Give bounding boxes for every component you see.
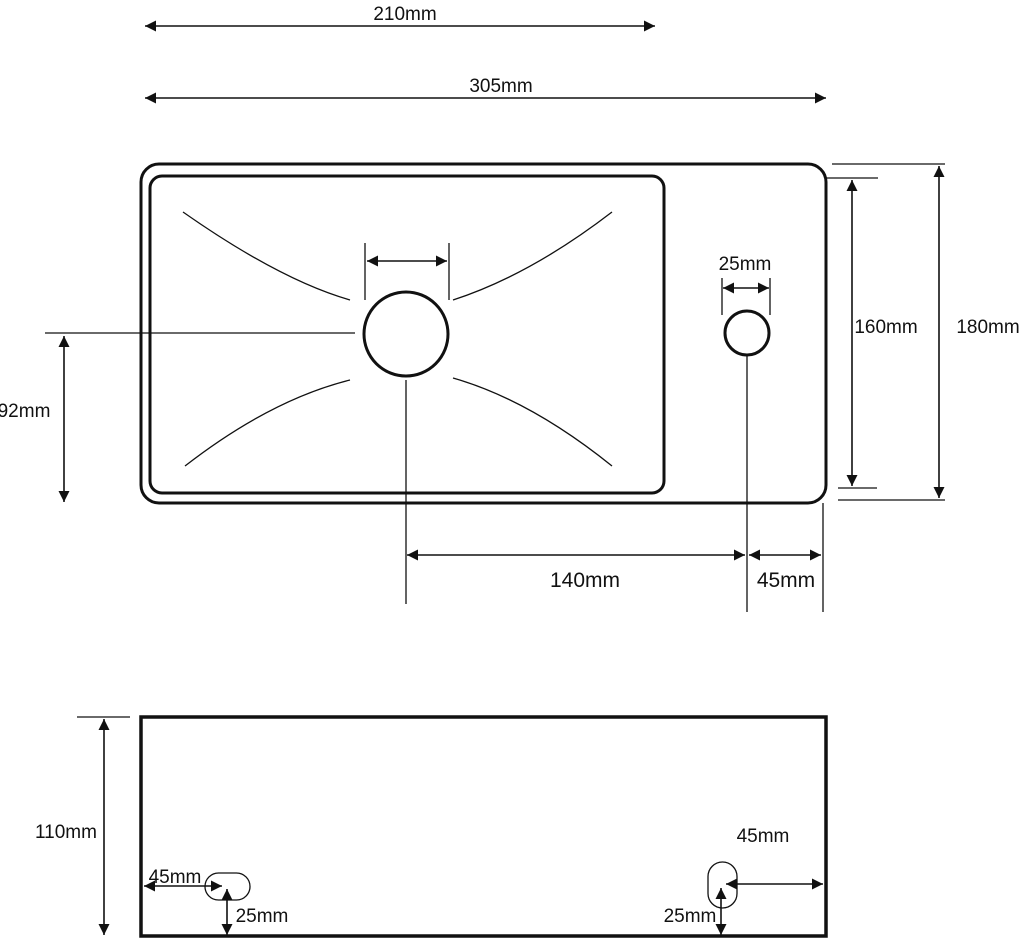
dim-right-hole-bottom-label: 25mm bbox=[664, 906, 717, 927]
drain-hole bbox=[362, 290, 450, 378]
dim-drain-to-tap-label: 140mm bbox=[550, 569, 620, 592]
tap-hole bbox=[723, 309, 771, 357]
basin-outline bbox=[148, 174, 666, 495]
back-panel-outline bbox=[139, 715, 828, 938]
dim-left-hole-bottom-label: 25mm bbox=[236, 906, 289, 927]
right-mounting-hole bbox=[707, 861, 738, 909]
dim-inner-depth-label: 160mm bbox=[854, 317, 917, 338]
basin-slope-line bbox=[182, 211, 351, 301]
back-view: 110mm 45mm 25mm 45mm 25mm bbox=[35, 715, 828, 938]
dim-right-hole-side-label: 45mm bbox=[737, 826, 790, 847]
dim-height-label: 110mm bbox=[35, 822, 97, 843]
dim-tap-diameter-label: 25mm bbox=[719, 254, 772, 275]
dim-tap-to-edge-label: 45mm bbox=[757, 569, 815, 592]
dim-drain-offset-label: 92mm bbox=[0, 401, 50, 422]
basin-slope-line bbox=[452, 377, 613, 467]
top-view: 210mm 305mm 92mm 25mm 160mm 180mm bbox=[0, 4, 1020, 612]
dim-total-width-label: 305mm bbox=[469, 76, 532, 97]
dim-basin-width-label: 210mm bbox=[373, 4, 436, 25]
dim-left-hole-side-label: 45mm bbox=[149, 867, 202, 888]
basin-slope-line bbox=[452, 211, 613, 301]
dim-total-depth-label: 180mm bbox=[956, 317, 1019, 338]
basin-slope-line bbox=[184, 379, 351, 467]
